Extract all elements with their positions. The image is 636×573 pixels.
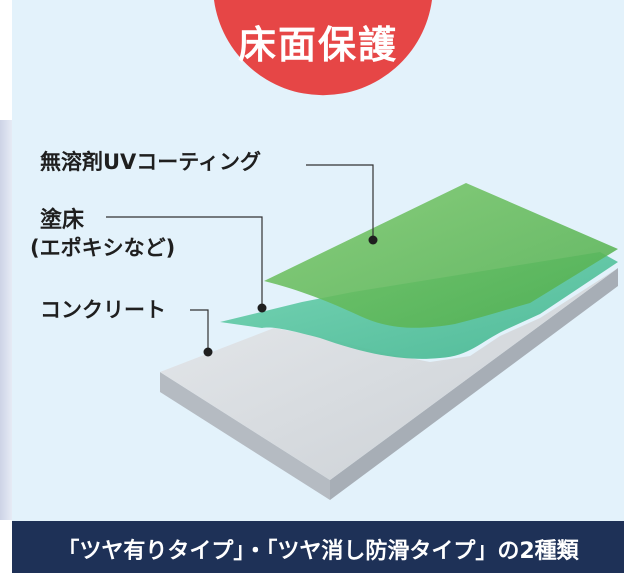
concrete-leader-line bbox=[190, 309, 209, 352]
concrete-leader-dot bbox=[203, 347, 213, 357]
page-title: 床面保護 bbox=[237, 23, 398, 67]
footer-text: 「ツヤ有りタイプ」・「ツヤ消し防滑タイプ」の2種類 bbox=[57, 539, 579, 564]
uv-leader-line bbox=[306, 164, 374, 240]
floor-leader-dot bbox=[257, 303, 267, 313]
concrete-label: コンクリート bbox=[40, 298, 166, 322]
uv-leader-dot bbox=[368, 235, 378, 245]
concrete-right-face bbox=[330, 268, 618, 500]
concrete-front-face bbox=[160, 372, 330, 500]
uv-coating-layer bbox=[264, 183, 618, 328]
title-circle bbox=[214, 0, 432, 96]
floor-coating-label: 塗床 bbox=[40, 208, 85, 233]
floor-coating-sublabel: (エポキシなど) bbox=[30, 236, 176, 260]
concrete-layer bbox=[160, 268, 618, 480]
footer-banner: 「ツヤ有りタイプ」・「ツヤ消し防滑タイプ」の2種類 bbox=[12, 521, 624, 573]
floor-leader-line bbox=[106, 216, 263, 308]
uv-coating-label: 無溶剤UVコーティング bbox=[40, 150, 262, 174]
left-edge-strip bbox=[0, 120, 12, 520]
